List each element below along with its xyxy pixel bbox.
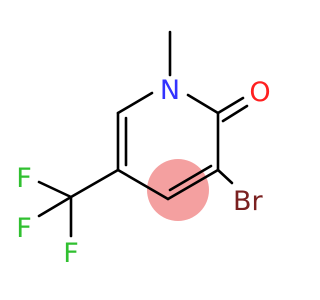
oxygen-atom-label: O xyxy=(249,77,270,108)
bond-n-c6 xyxy=(116,91,154,115)
bond-c2-n xyxy=(186,93,220,115)
fluorine-atom-label-3: F xyxy=(63,238,79,269)
bond-c3-br xyxy=(216,168,234,185)
bond-c2-o-second xyxy=(221,104,249,123)
nitrogen-atom-label: N xyxy=(160,75,180,106)
atom-highlight xyxy=(147,159,209,221)
bond-c5-c4 xyxy=(116,168,170,201)
bond-c2-o xyxy=(216,96,245,115)
fluorine-atom-label-1: F xyxy=(16,163,32,194)
bond-cf3-f1 xyxy=(37,180,73,199)
chemical-structure: N O Br F F F xyxy=(16,30,271,269)
bromine-atom-label: Br xyxy=(233,186,264,217)
bond-c4-c3 xyxy=(166,168,220,201)
bond-c4-c3-inner xyxy=(168,164,213,192)
bond-cf3-f2 xyxy=(37,195,73,218)
fluorine-atom-label-2: F xyxy=(16,213,32,244)
structure-canvas: N O Br F F F xyxy=(16,30,271,269)
bond-c5-cf3 xyxy=(69,168,120,199)
